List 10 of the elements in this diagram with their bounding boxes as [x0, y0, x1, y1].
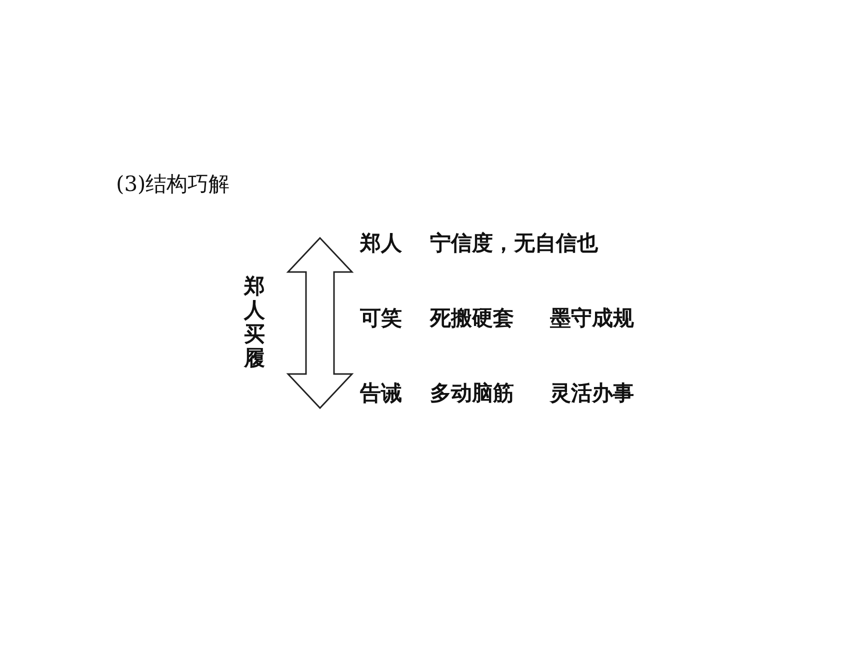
vertical-label: 郑人买履: [244, 274, 265, 371]
row-text: 灵活办事: [550, 380, 634, 407]
row-text: 多动脑筋: [430, 380, 514, 407]
row-text: 死搬硬套: [430, 305, 514, 332]
section-heading: (3)结构巧解: [116, 171, 230, 198]
row-text: 宁信度，无自信也: [430, 230, 598, 257]
row-heading: 告诫: [360, 380, 402, 407]
row-heading: 郑人: [360, 230, 402, 257]
row-text: 墨守成规: [550, 305, 634, 332]
row-heading: 可笑: [360, 305, 402, 332]
